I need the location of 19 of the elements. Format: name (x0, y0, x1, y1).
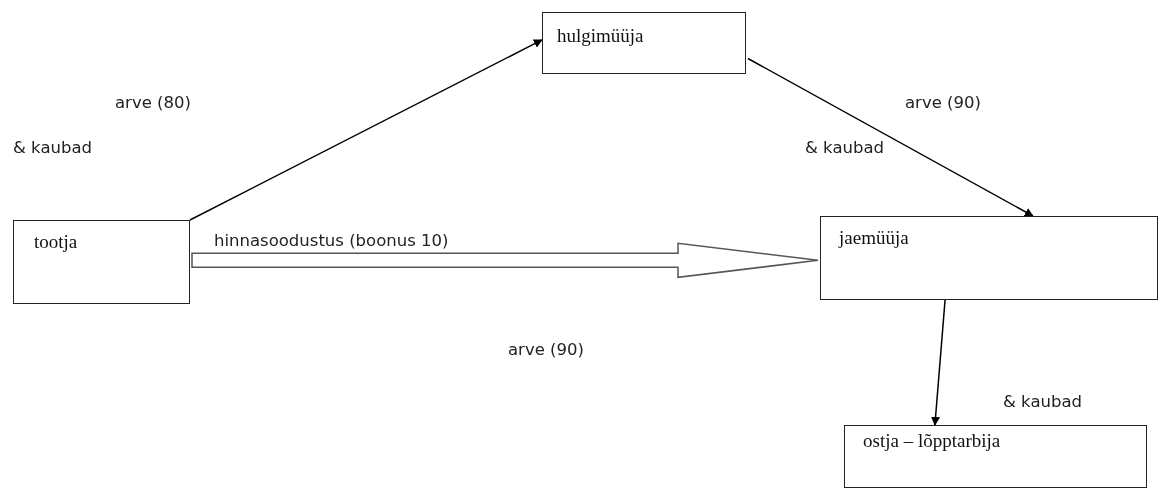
arrow (931, 299, 946, 426)
entity-name: hulgimüüja (557, 25, 644, 47)
flow-label: & kaubad (805, 138, 884, 157)
arrow (747, 57, 1034, 217)
flow-label: & kaubad (1003, 392, 1082, 411)
flow-label: arve (90) (905, 93, 981, 112)
flow-label: arve (80) (115, 93, 191, 112)
entity-box (820, 216, 1158, 300)
entity-name: jaemüüja (839, 227, 909, 249)
flow-label: arve (90) (508, 340, 584, 359)
arrow (189, 39, 543, 221)
entity-name: ostja – lõpptarbija (863, 430, 1001, 452)
block-arrow (191, 242, 819, 279)
entity-box (13, 220, 190, 304)
entity-box (844, 425, 1147, 488)
entity-box (542, 12, 746, 74)
edge-label: hinnasoodustus (boonus 10) (214, 231, 449, 250)
entity-name: tootja (34, 231, 78, 253)
flow-label: & kaubad (13, 138, 92, 157)
